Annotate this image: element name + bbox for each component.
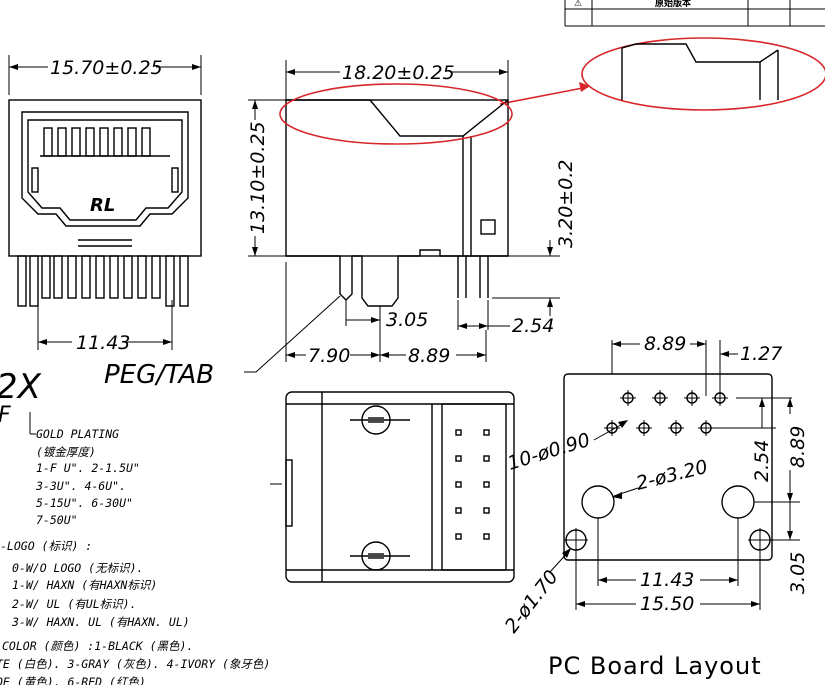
gold-plating-line-3: 5-15U". 6-30U" — [36, 496, 133, 510]
pcb-large-hole-left — [581, 485, 615, 519]
side-dim-790: 7.90 — [308, 345, 350, 367]
detail-zoom — [499, 37, 825, 111]
side-height-dim: 13.10±0.25 — [247, 121, 269, 234]
pcb-dim-1143: 11.43 — [640, 569, 694, 591]
ul-logo-mark: RL — [90, 195, 115, 216]
pcb-holes-090: 10-ø0.90 — [505, 429, 593, 475]
pcb-dim-254: 2.54 — [751, 440, 773, 482]
pcb-dim-889-top: 8.89 — [644, 333, 686, 355]
gold-plating-line-4: 7-50U" — [36, 513, 78, 527]
gold-plating-line-2: 3-3U". 4-6U". — [35, 479, 126, 493]
side-view: 18.20±0.25 13.10±0.25 3.20±0.2 — [104, 60, 577, 390]
detail-highlight-ellipse — [279, 83, 513, 145]
side-dim-889: 8.89 — [408, 345, 450, 367]
gold-plating-cn: (镀金厚度) — [36, 445, 96, 459]
side-pin-height-dim: 3.20±0.2 — [555, 160, 577, 248]
color-title: COLOR (颜色) :1-BLACK (黑色). — [2, 639, 193, 653]
color-line-3: OE (黄色). 6-RED (红色) — [0, 675, 146, 685]
part-code-fragment: 2X — [0, 367, 42, 407]
side-width-dim: 18.20±0.25 — [342, 62, 455, 84]
part-code-notes: 2X F GOLD PLATING (镀金厚度) 1-F U". 2-1.5U"… — [0, 367, 270, 685]
logo-option-0: 0-W/O LOGO (无标识). — [12, 561, 143, 575]
front-width-dim: 15.70±0.25 — [50, 57, 163, 79]
side-dim-305: 3.05 — [386, 309, 428, 331]
pcb-dim-127: 1.27 — [740, 343, 782, 365]
gold-plating-title: GOLD PLATING — [36, 427, 119, 441]
title-block: ⚠ 原始版本 — [564, 0, 825, 27]
gold-plating-line-1: 1-F U". 2-1.5U" — [36, 461, 140, 475]
pcb-layout-title: PC Board Layout — [548, 652, 762, 680]
side-dim-254: 2.54 — [512, 315, 554, 337]
pcb-dim-305: 3.05 — [787, 552, 809, 594]
contact-slots — [40, 127, 170, 157]
pcb-dim-889-side: 8.89 — [787, 426, 809, 468]
pcb-holes-320: 2-ø3.20 — [634, 456, 710, 495]
pcb-small-holes — [604, 390, 728, 436]
front-pin-span-dim: 11.43 — [76, 332, 130, 354]
part-code-tail: F — [0, 403, 11, 428]
title-row-text: 原始版本 — [655, 0, 692, 9]
logo-title: -LOGO (标识) : — [0, 539, 92, 553]
peg-tab-label: PEG/TAB — [104, 360, 214, 390]
pcb-holes-170: 2-ø1.70 — [501, 566, 563, 637]
bottom-pegs — [350, 405, 410, 571]
front-view: 15.70±0.25 RL — [8, 55, 202, 354]
logo-option-3: 3-W/ HAXN. UL (有HAXN. UL) — [11, 615, 190, 629]
color-line-2: TE (白色). 3-GRAY (灰色). 4-IVORY (象牙色) — [0, 657, 270, 671]
front-pins — [17, 255, 189, 307]
bottom-view — [270, 391, 515, 583]
pcb-large-hole-right — [721, 485, 755, 519]
logo-option-1: 1-W/ HAXN (有HAXN标识) — [12, 578, 157, 592]
pcb-layout: 8.89 1.27 2.54 — [501, 333, 809, 680]
logo-option-2: 2-W/ UL (有UL标识). — [12, 597, 137, 611]
bottom-pins — [455, 429, 490, 540]
pcb-dim-1550: 15.50 — [640, 593, 694, 615]
warning-icon: ⚠ — [574, 0, 582, 9]
